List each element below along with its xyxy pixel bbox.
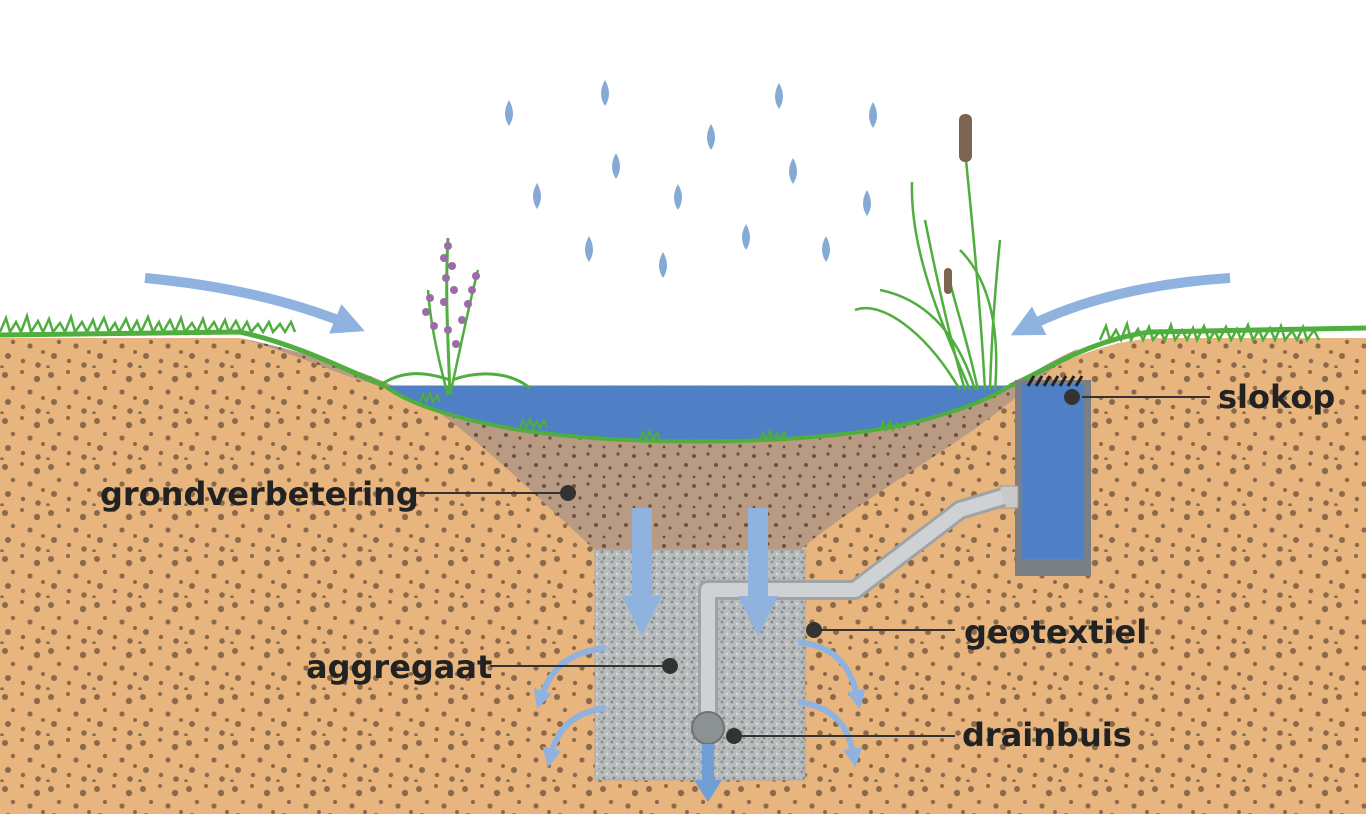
infiltration-arrows — [622, 508, 778, 802]
label-geotextiel: geotextiel — [964, 613, 1147, 651]
flow-arrow-icon — [622, 596, 662, 636]
raindrop-icon — [533, 183, 541, 209]
leader-lines — [410, 389, 1210, 744]
raindrop-icon — [742, 224, 750, 250]
raindrop-icon — [674, 184, 682, 210]
grass-tufts-left — [0, 311, 297, 336]
raindrop-icon — [505, 100, 513, 126]
grass-edge-left — [0, 329, 386, 389]
runoff-arrow-left — [144, 273, 365, 334]
grass-edge-basin — [383, 384, 1012, 444]
label-slokop: slokop — [1218, 378, 1335, 416]
raindrop-icon — [585, 236, 593, 262]
label-aggregaat: aggregaat — [306, 648, 492, 686]
raindrop-icon — [612, 153, 620, 179]
raindrop-icon — [659, 252, 667, 278]
drain-pipe — [691, 711, 725, 745]
raindrop-icon — [775, 83, 783, 109]
label-grondverbetering: grondverbetering — [100, 475, 419, 513]
cattail-reed-plant-icon — [854, 114, 1002, 391]
slokop-gully — [999, 375, 1091, 576]
rain — [505, 80, 877, 278]
outflow-arrows — [533, 639, 866, 768]
flow-arrow-icon — [694, 780, 722, 802]
purple-loosestrife-plant-icon — [379, 237, 531, 396]
flow-arrow-icon — [738, 596, 778, 636]
raindrop-icon — [822, 236, 830, 262]
raindrop-icon — [601, 80, 609, 106]
grass-tufts-right — [1098, 319, 1321, 344]
runoff-arrow-right — [1010, 273, 1231, 336]
raindrop-icon — [707, 124, 715, 150]
raindrop-icon — [789, 158, 797, 184]
raindrop-icon — [863, 190, 871, 216]
label-drainbuis: drainbuis — [962, 716, 1132, 754]
grate-icon — [1026, 375, 1084, 387]
grass-tufts-basin — [419, 390, 901, 443]
raindrop-icon — [869, 102, 877, 128]
